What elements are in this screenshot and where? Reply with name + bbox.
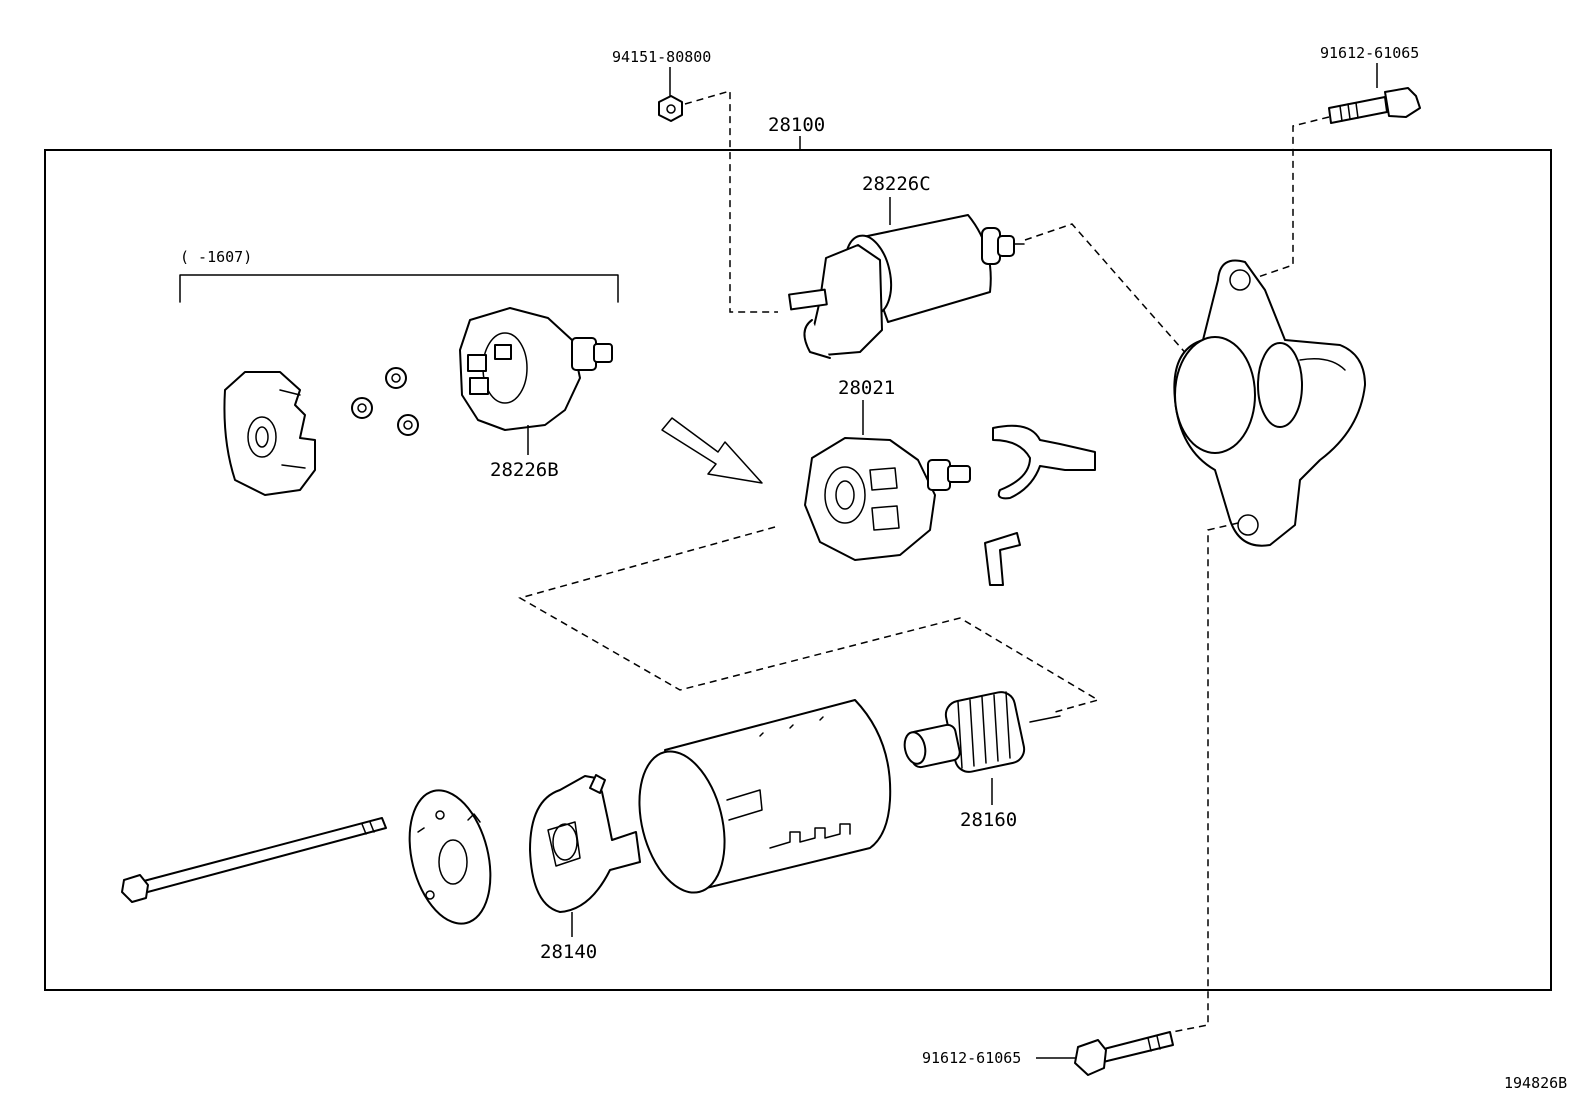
bolt-bottom-icon[interactable]: [1074, 1031, 1174, 1076]
armature-part[interactable]: [902, 690, 1061, 775]
callout-end-frame[interactable]: 28140: [540, 941, 597, 963]
end-frame-part[interactable]: [529, 774, 641, 913]
callout-brush-holder-kit[interactable]: 28226B: [490, 459, 559, 481]
nut-dash-line: [684, 90, 778, 313]
armature-dash-line: [518, 526, 1100, 713]
end-cover-part[interactable]: [223, 371, 316, 496]
diagram-code: 194826B: [1504, 1074, 1567, 1092]
brush-gear-3-icon[interactable]: [397, 414, 419, 436]
callout-armature[interactable]: 28160: [960, 809, 1017, 831]
yoke-part[interactable]: [626, 699, 892, 902]
kit-bracket: [179, 274, 619, 303]
date-range-label: ( -1607): [180, 248, 252, 266]
nut-icon[interactable]: [658, 95, 683, 122]
end-plate-part[interactable]: [397, 782, 504, 932]
starter-housing-part[interactable]: [1173, 259, 1366, 547]
callout-solenoid[interactable]: 28226C: [862, 173, 931, 195]
callout-bolt-bottom[interactable]: 91612-61065: [922, 1049, 1021, 1067]
brush-gear-1-icon[interactable]: [351, 397, 373, 419]
shift-lever-part[interactable]: [992, 424, 1096, 500]
replacement-arrow-icon: [661, 417, 763, 484]
brush-holder-part[interactable]: [804, 437, 971, 561]
solenoid-part[interactable]: [788, 214, 1025, 359]
bolt-bottom-dash-line: [1171, 522, 1239, 1033]
brush-holder-kit-part[interactable]: [459, 307, 613, 431]
brush-gear-2-icon[interactable]: [385, 367, 407, 389]
through-bolt-part[interactable]: [121, 817, 387, 903]
callout-brush-holder[interactable]: 28021: [838, 377, 895, 399]
bolt-top-dash-line: [1254, 116, 1330, 279]
callout-bolt-top[interactable]: 91612-61065: [1320, 44, 1419, 62]
callout-nut-top[interactable]: 94151-80800: [612, 48, 711, 66]
bolt-top-icon[interactable]: [1328, 87, 1421, 124]
assembly-frame: [44, 149, 1552, 991]
assembly-label[interactable]: 28100: [768, 114, 825, 136]
lever-spacer-part[interactable]: [984, 532, 1021, 586]
